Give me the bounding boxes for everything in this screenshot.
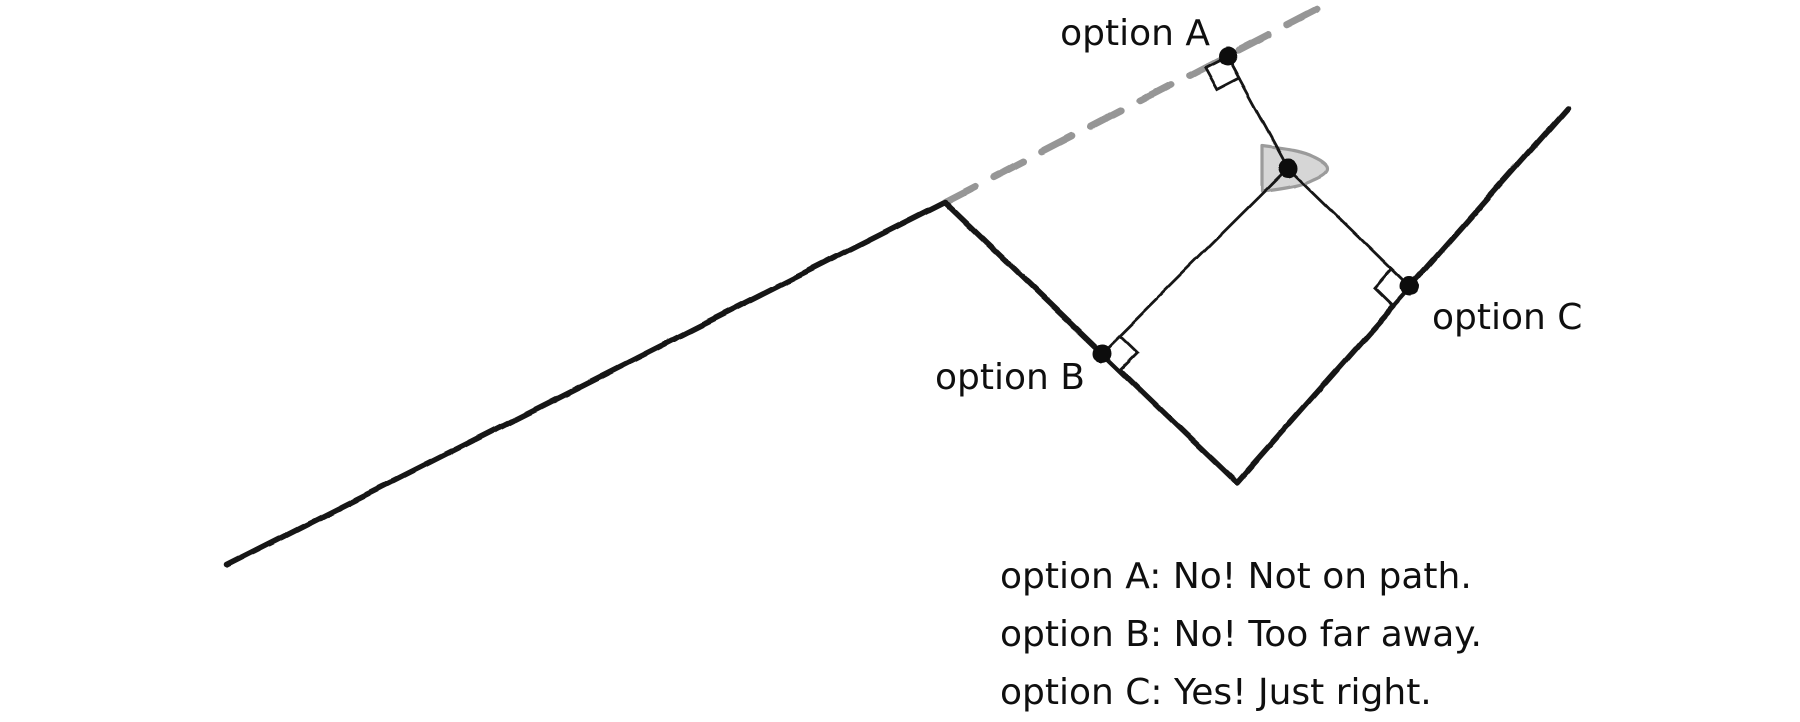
- caption-line-1: option A: No! Not on path.: [1000, 556, 1472, 597]
- point-a-dot: [1217, 46, 1237, 66]
- point-b-dot: [1092, 343, 1112, 363]
- caption-block: option A: No! Not on path. option B: No!…: [1000, 556, 1482, 713]
- caption-line-3: option C: Yes! Just right.: [1000, 672, 1432, 713]
- candidate-line-b: [1100, 166, 1290, 355]
- caption-line-2: option B: No! Too far away.: [1000, 614, 1482, 655]
- point-c-dot: [1400, 277, 1420, 297]
- path-line: [224, 105, 1571, 568]
- candidate-line-c: [1286, 166, 1412, 289]
- right-angle-marker-c: [1373, 267, 1412, 308]
- label-option-a: option A: [1060, 13, 1210, 54]
- label-option-c: option C: [1432, 297, 1582, 338]
- path-extension-dashed-line: [941, 1, 1329, 206]
- robot-dot: [1278, 158, 1298, 178]
- line-art-group: [224, 1, 1571, 568]
- label-option-b: option B: [935, 357, 1085, 398]
- right-angle-marker-b: [1100, 333, 1140, 373]
